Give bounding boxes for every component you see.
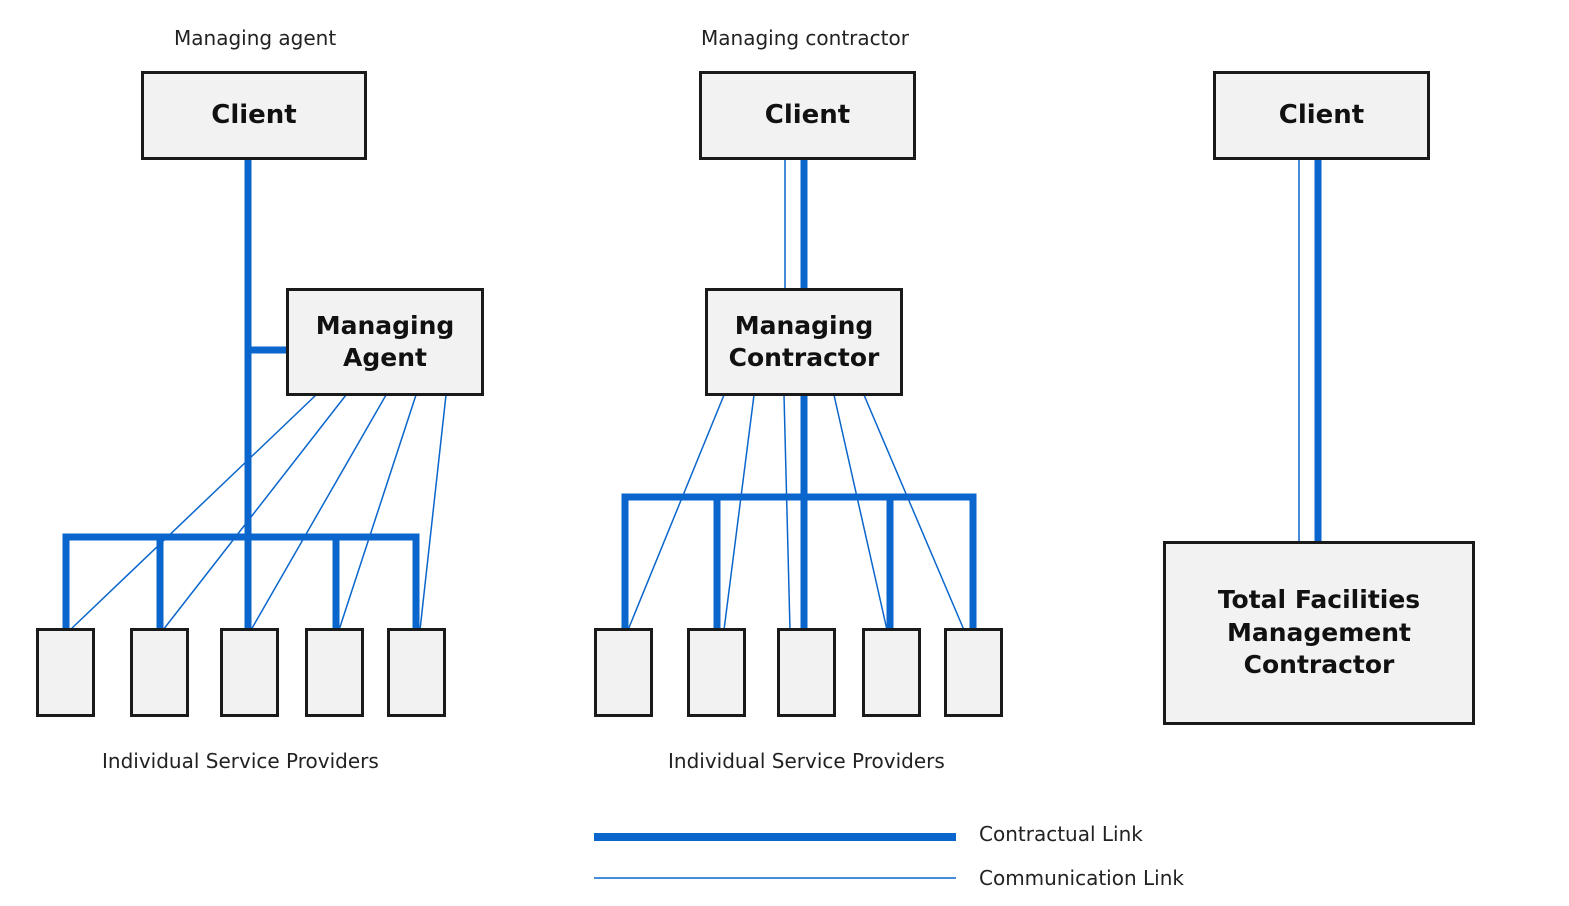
communication-link: [833, 394, 888, 631]
communication-link: [723, 394, 755, 631]
client-box: Client: [699, 71, 916, 160]
communication-link: [863, 394, 965, 631]
legend-contractual-label: Contractual Link: [979, 822, 1143, 846]
total-fm-contractor-label: Total Facilities Management Contractor: [1217, 585, 1421, 680]
contractual-link: [62, 533, 420, 630]
client-box-label: Client: [211, 99, 297, 130]
communication-link: [783, 394, 791, 631]
client-box-label: Client: [1278, 99, 1365, 130]
communication-link: [627, 394, 725, 631]
providers-label: Individual Service Providers: [102, 749, 379, 773]
managing-agent-box: Managing Agent: [286, 288, 484, 396]
service-provider-box: [130, 628, 189, 717]
communication-link: [69, 394, 317, 631]
total-fm-contractor-box: Total Facilities Management Contractor: [1163, 541, 1475, 725]
communication-link: [250, 394, 387, 631]
managing-agent-label: Managing Agent: [315, 310, 455, 373]
service-provider-box: [777, 628, 836, 717]
service-provider-box: [594, 628, 653, 717]
managing-contractor-box: Managing Contractor: [705, 288, 903, 396]
service-provider-box: [36, 628, 95, 717]
communication-link: [338, 394, 417, 631]
service-provider-box: [305, 628, 364, 717]
service-provider-box: [944, 628, 1003, 717]
contractual-link: [621, 493, 977, 630]
service-provider-box: [687, 628, 746, 717]
service-provider-box: [387, 628, 446, 717]
communication-link: [162, 394, 347, 631]
client-box: Client: [1213, 71, 1430, 160]
managing-contractor-heading: Managing contractor: [701, 26, 909, 50]
legend-communication-label: Communication Link: [979, 866, 1184, 890]
managing-contractor-label: Managing Contractor: [728, 310, 880, 373]
service-provider-box: [862, 628, 921, 717]
communication-link: [419, 394, 447, 631]
managing-agent-heading: Managing agent: [174, 26, 337, 50]
client-box-label: Client: [764, 99, 851, 130]
client-box: Client: [141, 71, 367, 160]
providers-label: Individual Service Providers: [668, 749, 945, 773]
service-provider-box: [220, 628, 279, 717]
